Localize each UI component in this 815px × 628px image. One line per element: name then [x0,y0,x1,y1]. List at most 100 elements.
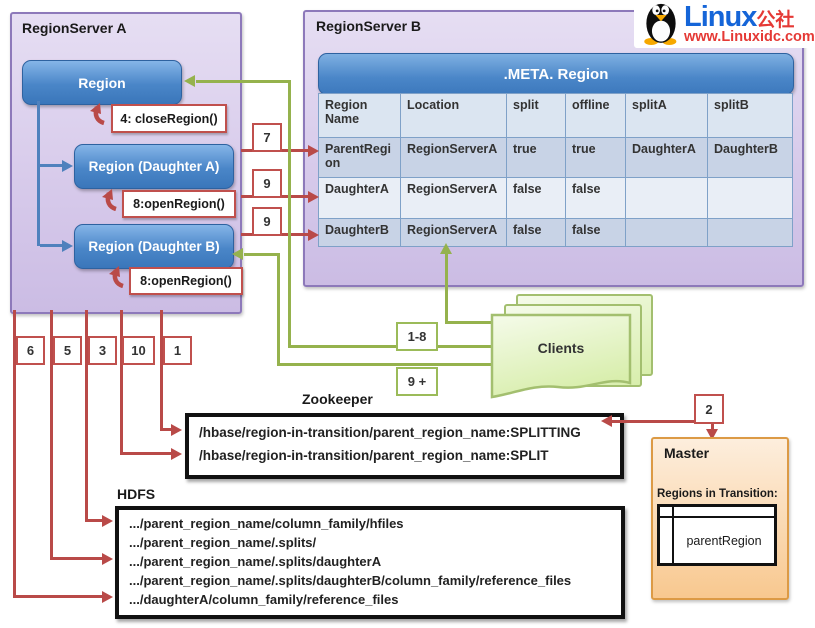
region-daughter-b-box: Region (Daughter B) [74,224,234,269]
close-region-label: 4: closeRegion() [111,104,227,133]
hdfs-path: .../parent_region_name/.splits/daughterA [129,554,382,569]
clients-to-daughter-b-horizontal [244,253,279,256]
clients-to-region-vertical [288,80,291,347]
step-badge-7: 7 [252,123,282,152]
meta-col-header: split [506,93,566,138]
step-badge-6: 6 [16,336,45,365]
zookeeper-znode: /hbase/region-in-transition/parent_regio… [199,448,549,463]
meta-cell: false [565,177,626,219]
tux-penguin-icon [640,0,682,50]
arrowhead-into-region [184,75,195,87]
meta-col-header: splitB [707,93,793,138]
meta-cell: false [565,218,626,247]
step-badge-5: 5 [53,336,82,365]
step2-vertical [711,420,714,430]
arrowhead-step6-hdfs [102,591,113,603]
meta-table: Region Name Location split offline split… [318,93,793,247]
brand-name[interactable]: Linux [684,1,757,34]
master-title: Master [664,445,710,461]
arrowhead-step5-hdfs [102,553,113,565]
step-badge-9b: 9 [252,207,282,236]
step-badge-1: 1 [163,336,192,365]
client-phase-badge-9plus: 9 + [396,367,438,396]
arrowhead-step3-hdfs [102,515,113,527]
regionserver-b-title: RegionServer B [316,18,422,34]
meta-cell: true [506,137,566,178]
meta-cell: RegionServerA [400,177,507,219]
arrowhead-into-meta-table [440,243,452,254]
hdfs-path: .../daughterA/column_family/reference_fi… [129,592,399,607]
meta-cell: false [506,177,566,219]
clients-to-meta-horizontal [445,321,495,324]
meta-cell: DaughterA [318,177,401,219]
callback-arrow-icon [100,187,120,216]
meta-col-header: offline [565,93,626,138]
watermark-logo: Linux 公社 www.Linuxidc.com [634,0,815,48]
regions-in-transition-label: Regions in Transition: [657,488,778,500]
rit-table-header-divider [660,516,774,518]
rit-table-column-divider [672,507,674,563]
callback-arrow-icon [88,101,108,130]
step5-horizontal [50,557,103,560]
step3-horizontal [85,519,103,522]
step-badge-10: 10 [122,336,155,365]
arrowhead-step2-master [706,429,718,440]
arrowhead-step10-zookeeper [171,448,182,460]
arrowhead-meta-daughter-a-row [308,191,319,203]
step1-vertical [160,310,163,431]
arrowhead-step2-zookeeper [601,415,612,427]
step6-horizontal [13,595,103,598]
clients-to-region-horizontal [196,80,290,83]
clients-to-meta-vertical [445,251,448,324]
meta-cell: ParentRegion [318,137,401,178]
clients-phase2-line [277,363,493,366]
step-badge-9a: 9 [252,169,282,198]
arrowhead-meta-parent-row [308,145,319,157]
step-badge-2: 2 [694,394,724,424]
brand-url[interactable]: www.Linuxidc.com [684,29,815,46]
meta-cell [625,177,708,219]
rit-entry: parentRegion [686,533,762,548]
region-box: Region [22,60,182,105]
hdfs-path: .../parent_region_name/.splits/ [129,535,317,550]
meta-cell [707,177,793,219]
clients-to-daughter-b-vertical [277,253,280,365]
meta-cell: RegionServerA [400,137,507,178]
meta-cell [707,218,793,247]
meta-cell: DaughterB [318,218,401,247]
region-to-daughter-a-connector [40,164,63,167]
open-region-b-label: 8:openRegion() [129,267,243,295]
zookeeper-box: /hbase/region-in-transition/parent_regio… [185,413,624,479]
step6-vertical [13,310,16,595]
meta-cell: RegionServerA [400,218,507,247]
region-split-connector-vertical [37,101,40,246]
step1-horizontal [160,428,172,431]
meta-cell: DaughterA [625,137,708,178]
meta-col-header: splitA [625,93,708,138]
arrowhead-daughter-a [62,160,73,172]
hdfs-path: .../parent_region_name/.splits/daughterB… [129,573,572,588]
callback-arrow-icon [107,264,127,293]
clients-label: Clients [537,340,585,356]
step5-vertical [50,310,53,559]
meta-cell: DaughterB [707,137,793,178]
zookeeper-znode: /hbase/region-in-transition/parent_regio… [199,425,581,440]
client-page-front [490,313,632,406]
meta-row-parent-region: ParentRegion RegionServerA true true Dau… [318,137,793,178]
meta-row-daughter-a: DaughterA RegionServerA false false [318,177,793,219]
step10-horizontal [120,452,172,455]
hdfs-title: HDFS [117,486,156,502]
open-region-a-label: 8:openRegion() [122,190,236,218]
arrowhead-daughter-b [62,240,73,252]
brand-name-cn[interactable]: 公社 [756,10,795,32]
meta-col-header: Location [400,93,507,138]
step-badge-3: 3 [88,336,117,365]
brand-line: Linux 公社 [684,3,815,32]
client-phase-badge-1-8: 1-8 [396,322,438,351]
zookeeper-title: Zookeeper [302,391,373,407]
meta-cell [625,218,708,247]
regions-in-transition-table: parentRegion [657,504,777,566]
region-to-daughter-b-connector [40,244,63,247]
step2-horizontal [612,420,714,423]
